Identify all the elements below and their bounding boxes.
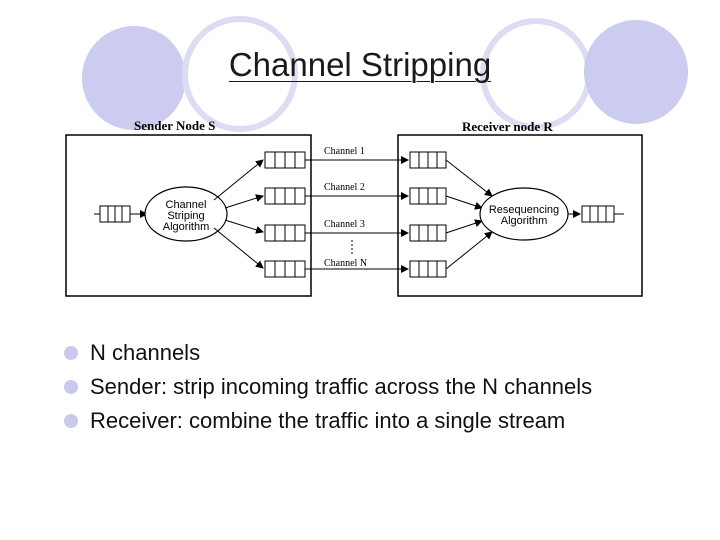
- bullet-item: Receiver: combine the traffic into a sin…: [64, 404, 592, 438]
- decor-circle-left: [82, 26, 186, 130]
- channel-label-n: Channel N: [324, 258, 367, 269]
- striping-algorithm-node: Channel Striping Algorithm: [144, 186, 228, 242]
- bullet-dot-icon: [64, 346, 78, 360]
- page-title: Channel Stripping: [228, 46, 492, 83]
- decor-circle-right: [584, 20, 688, 124]
- bullet-list: N channels Sender: strip incoming traffi…: [64, 336, 592, 438]
- striping-line-3: Algorithm: [163, 221, 209, 233]
- sender-input-queue: [94, 205, 148, 223]
- bullet-item: Sender: strip incoming traffic across th…: [64, 370, 592, 404]
- bullet-dot-icon: [64, 380, 78, 394]
- channel-label-1: Channel 1: [324, 146, 365, 157]
- receiver-fanin-arrows: [445, 159, 493, 270]
- receiver-output-queue: [568, 205, 624, 223]
- resequencing-algorithm-node: Resequencing Algorithm: [479, 187, 569, 241]
- decor-ring-middle: [182, 16, 298, 132]
- bullet-dot-icon: [64, 414, 78, 428]
- channel-label-2: Channel 2: [324, 182, 365, 193]
- bullet-text: Receiver: combine the traffic into a sin…: [90, 408, 566, 433]
- bullet-text: Sender: strip incoming traffic across th…: [90, 374, 593, 399]
- resequencing-line-2: Algorithm: [501, 215, 547, 227]
- bullet-text: N channels: [90, 340, 201, 365]
- sender-node-label: Sender Node S: [134, 118, 215, 133]
- striping-line-1: Channel: [166, 199, 207, 211]
- bullet-item: N channels: [64, 336, 592, 370]
- receiver-node-label: Receiver node R: [462, 119, 553, 134]
- channel-label-3: Channel 3: [324, 219, 365, 230]
- receiver-channel-queues: [409, 151, 447, 278]
- channel-links: [305, 156, 409, 273]
- resequencing-line-1: Resequencing: [489, 204, 559, 216]
- striping-line-2: Striping: [167, 210, 204, 222]
- sender-fanout-arrows: [213, 159, 264, 269]
